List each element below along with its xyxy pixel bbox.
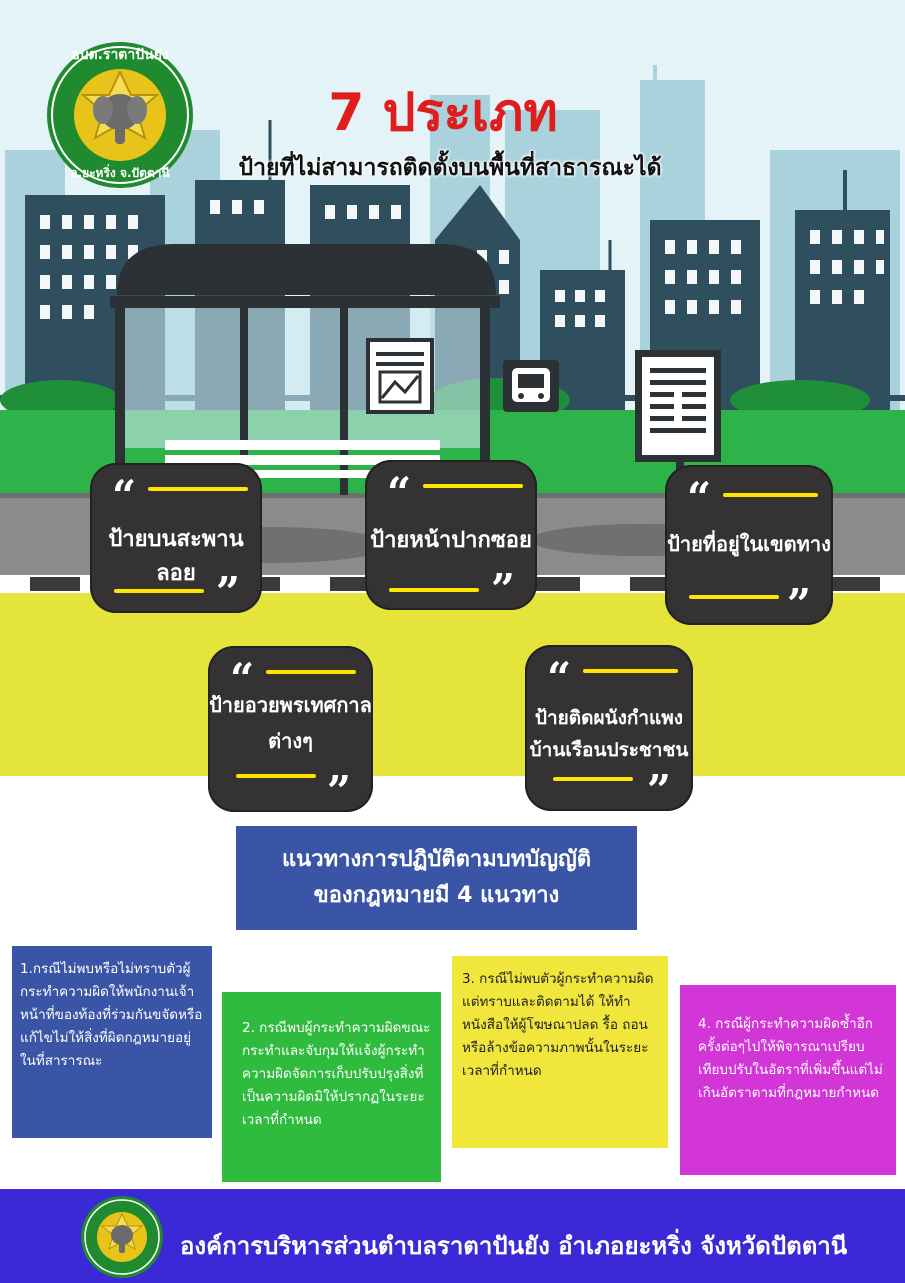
bus-stop-sign-icon [503, 360, 559, 412]
bus-shelter [117, 244, 496, 296]
elephant-seal-icon [47, 42, 193, 188]
quote-open-icon: “ [230, 654, 255, 703]
page-title: 7 ประเภท [328, 83, 558, 143]
sign-type-bubble: “ ป้ายติดผนังกำแพง บ้านเรือนประชาชน ” [525, 645, 693, 815]
quote-open-icon: “ [687, 473, 712, 522]
sign-type-bubble: “ ป้ายหน้าปากซอย ” [365, 460, 537, 614]
sign-type-label: ป้ายที่อยู่ในเขตทาง [667, 532, 831, 556]
quote-open-icon: “ [547, 653, 572, 702]
quote-close-icon: ” [215, 568, 240, 617]
footer-seal-icon [81, 1196, 163, 1278]
quote-close-icon: ” [786, 580, 811, 629]
quote-close-icon: ” [326, 767, 351, 816]
sign-type-label: ป้ายบนสะพานลอย [108, 527, 244, 586]
logo-top-text: อบต.ราตาปันยัง [71, 47, 169, 63]
sign-type-bubble: “ ป้ายบนสะพานลอย ” [90, 463, 262, 617]
logo-bottom-text: อ.ยะหริ่ง จ.ปัตตานี [70, 166, 170, 180]
guidelines-heading-line2: ของกฎหมายมี 4 แนวทาง [313, 883, 560, 908]
sign-type-label-line2: บ้านเรือนประชาชน [529, 739, 689, 761]
sign-type-label-line1: ป้ายติดผนังกำแพง [534, 707, 684, 729]
sign-type-bubble: “ ป้ายที่อยู่ในเขตทาง ” [665, 465, 833, 629]
guidelines-heading: แนวทางการปฏิบัติตามบทบัญญัติ ของกฎหมายมี… [236, 826, 637, 930]
poster-icon [366, 338, 434, 414]
page-subtitle: ป้ายที่ไม่สามารถติดตั้งบนพื้นที่สาธารณะไ… [238, 155, 662, 181]
sign-type-label-line2: ต่างๆ [268, 729, 313, 753]
quote-open-icon: “ [387, 468, 412, 517]
sign-type-label: ป้ายหน้าปากซอย [370, 528, 532, 553]
quote-close-icon: ” [490, 565, 515, 614]
quote-open-icon: “ [112, 471, 137, 520]
guideline-card-4: 4. กรณีผู้กระทำความผิดซ้ำอีกครั้งต่อๆไปใ… [680, 985, 896, 1175]
quote-close-icon: ” [646, 766, 671, 815]
footer-organization-name: องค์การบริหารส่วนตำบลราตาปันยัง อำเภอยะห… [180, 1232, 848, 1260]
sign-type-bubble: “ ป้ายอวยพรเทศกาล ต่างๆ ” [208, 646, 373, 816]
guideline-card-3: 3. กรณีไม่พบตัวผู้กระทำความผิดแต่ทราบและ… [452, 956, 668, 1148]
guideline-card-2: 2. กรณีพบผู้กระทำความผิดขณะกระทำและจับกุ… [222, 992, 441, 1182]
guideline-card-1: 1.กรณีไม่พบหรือไม่ทราบตัวผู้กระทำความผิด… [12, 946, 212, 1138]
notice-board-icon [635, 350, 721, 500]
sign-type-label-line1: ป้ายอวยพรเทศกาล [209, 693, 372, 717]
guidelines-heading-line1: แนวทางการปฏิบัติตามบทบัญญัติ [282, 847, 591, 872]
